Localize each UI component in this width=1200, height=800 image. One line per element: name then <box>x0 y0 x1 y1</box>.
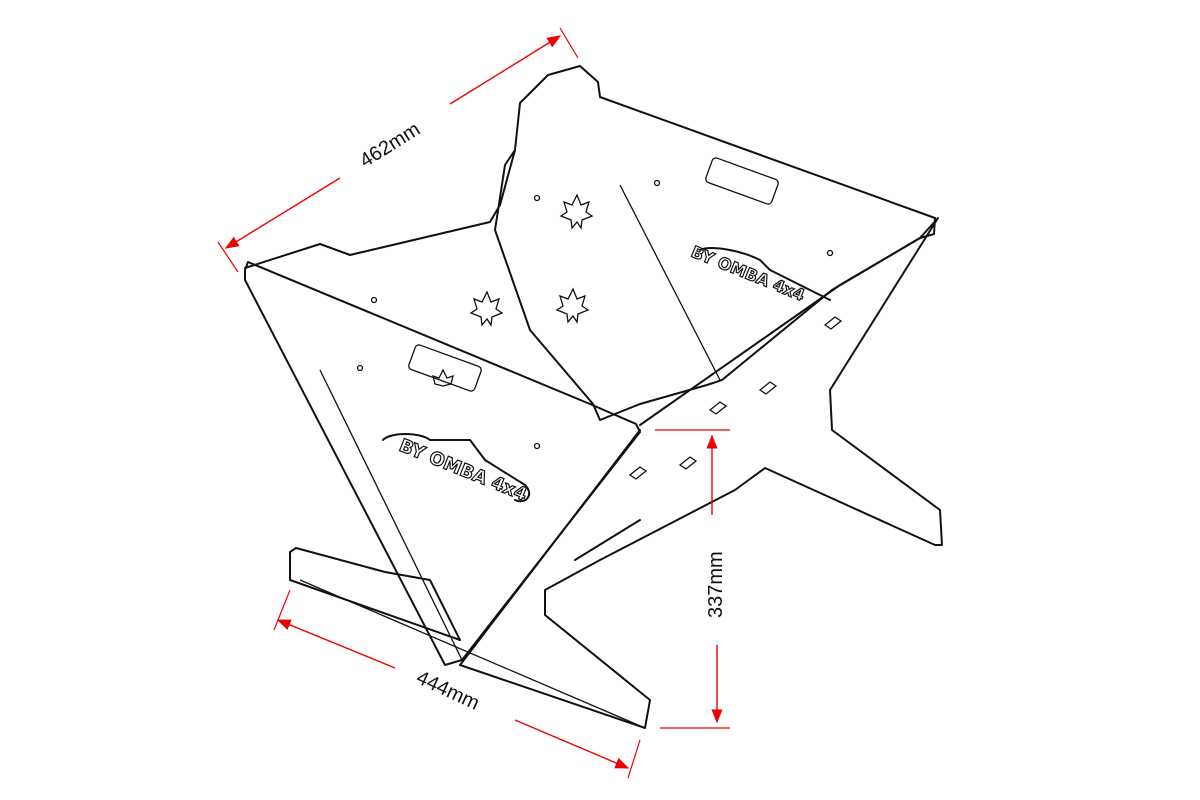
dimension-width-label: 444mm <box>413 667 483 715</box>
dimension-length: 462mm <box>217 27 579 273</box>
dimension-height: 337mm <box>655 429 730 729</box>
dimension-width: 444mm <box>273 589 641 779</box>
logo-text-left: BY OMBA 4x4 <box>396 435 530 505</box>
base-legs <box>289 519 646 729</box>
logo-text-right: BY OMBA 4x4 <box>689 242 808 305</box>
dimension-length-label: 462mm <box>356 118 424 172</box>
front-right-panel: BY OMBA 4x4 <box>459 217 943 729</box>
dimension-height-label: 337mm <box>705 551 727 618</box>
maple-leaf-icons <box>469 193 594 327</box>
back-panel <box>244 65 936 421</box>
